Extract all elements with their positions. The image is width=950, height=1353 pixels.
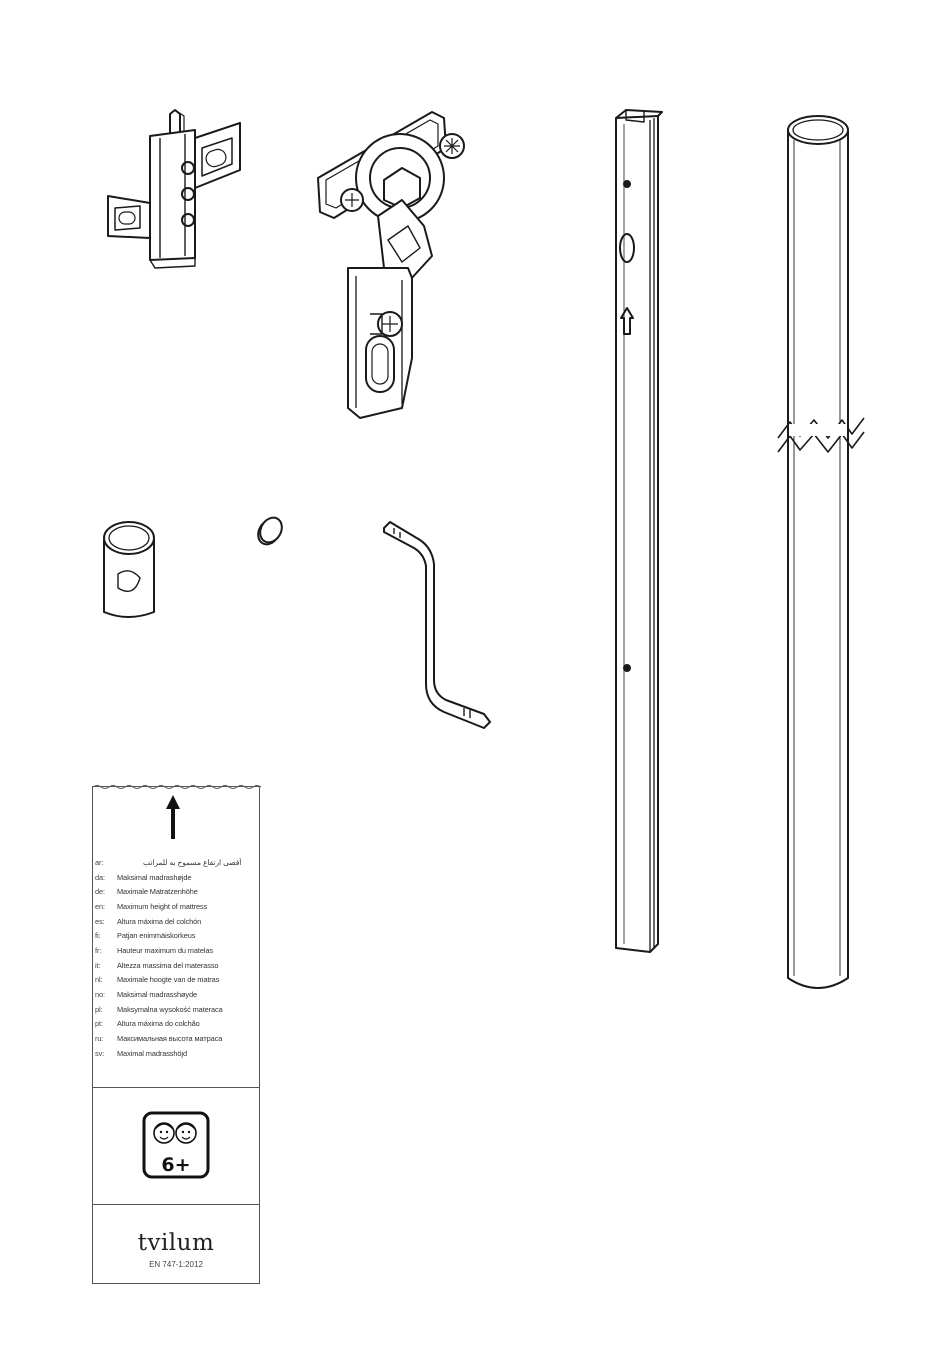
list-item: de:Maximale Matratzenhöhe bbox=[95, 887, 198, 897]
list-item: it:Altezza massima del materasso bbox=[95, 960, 219, 970]
age-recommendation: 6+ bbox=[161, 1154, 191, 1176]
list-item: da:Maksimal madrashøjde bbox=[95, 872, 192, 882]
language-list: ar:أقصى ارتفاع مسموح به للمراتب da:Maksi… bbox=[93, 855, 259, 1061]
children-faces-icon bbox=[142, 1111, 210, 1179]
torn-edge bbox=[93, 785, 261, 789]
hex-key-icon bbox=[380, 518, 494, 732]
max-height-section: ar:أقصى ارتفاع مسموح به للمراتب da:Maksi… bbox=[93, 787, 259, 1088]
list-item: fr:Hauteur maximum du matelas bbox=[95, 945, 213, 955]
oval-tube-icon bbox=[774, 108, 870, 994]
list-item: ar:أقصى ارتفاع مسموح به للمراتب bbox=[95, 857, 242, 867]
list-item: nl:Maximale hoogte van de matras bbox=[95, 975, 220, 985]
list-item: pt:Altura máxima do colchão bbox=[95, 1019, 200, 1029]
list-item: pl:Maksymalna wysokość materaca bbox=[95, 1004, 223, 1014]
list-item: fi:Patjan enimmäiskorkeus bbox=[95, 931, 196, 941]
age-section: 6+ bbox=[93, 1087, 259, 1205]
square-post-icon bbox=[610, 108, 668, 958]
disc-icon bbox=[256, 516, 284, 548]
bracket-icon bbox=[100, 108, 245, 269]
list-item: es:Altura máxima del colchón bbox=[95, 916, 202, 926]
up-arrow-icon bbox=[166, 795, 180, 839]
mattress-label-sheet: ar:أقصى ارتفاع مسموح به للمراتب da:Maksi… bbox=[92, 785, 261, 1285]
brand-logo: tvilum bbox=[137, 1230, 215, 1256]
list-item: no:Maksimal madrasshøyde bbox=[95, 990, 198, 1000]
age-badge: 6+ bbox=[142, 1111, 210, 1179]
list-item: sv:Maximal madrasshöjd bbox=[95, 1048, 187, 1058]
hinge-fitting-icon bbox=[312, 108, 482, 420]
list-item: ru:Максимальная высота матраса bbox=[95, 1034, 223, 1044]
standard-code: EN 747-1:2012 bbox=[149, 1260, 203, 1269]
cap-icon bbox=[100, 518, 160, 622]
list-item: en:Maximum height of mattress bbox=[95, 901, 208, 911]
brand-section: tvilum EN 747-1:2012 bbox=[93, 1204, 259, 1285]
